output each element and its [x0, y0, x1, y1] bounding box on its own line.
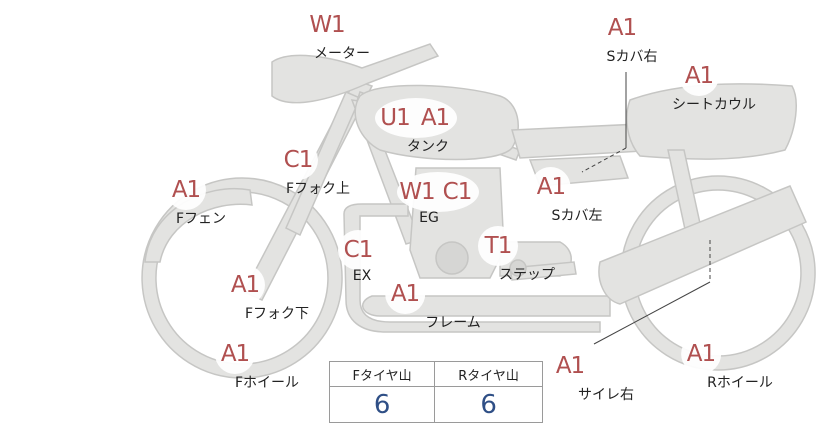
rear-tyre-header: Rタイヤ山 — [434, 361, 543, 387]
front-tyre-header: Fタイヤ山 — [328, 361, 436, 387]
s-cover-right-leader-dash — [581, 147, 627, 173]
damage-code: A1 — [679, 56, 719, 96]
part-label-tank: タンク — [407, 139, 449, 155]
part-label-f-wheel: Fホイール — [234, 375, 300, 391]
fork-rear-shape — [285, 91, 361, 237]
damage-code: A1 — [530, 167, 571, 207]
marker-engine[interactable]: W1 C1 EG — [397, 172, 479, 226]
marker-s-cover-left[interactable]: A1 Sカバ左 — [500, 167, 603, 225]
marker-f-wheel[interactable]: A1 Fホイール — [171, 334, 299, 392]
engine-case-shape — [435, 241, 469, 275]
marker-f-fender[interactable]: A1 Fフェン — [146, 170, 226, 228]
muffler-shape — [598, 185, 807, 305]
marker-r-wheel[interactable]: A1 Rホイール — [629, 334, 773, 392]
handlebar-shape — [271, 43, 440, 104]
damage-code: A1 — [420, 105, 450, 131]
marker-muffler-right[interactable]: A1 サイレ右 — [506, 346, 634, 404]
part-label-seat-cowl: シートカウル — [672, 97, 756, 113]
marker-step[interactable]: T1 ステップ — [441, 226, 555, 284]
frame-lower-shape — [362, 295, 611, 317]
marker-tank[interactable]: U1 A1 タンク — [375, 98, 457, 156]
part-label-exhaust: EX — [352, 268, 372, 284]
damage-code: U1 — [380, 105, 410, 131]
damage-code-pair: W1 C1 — [397, 172, 479, 212]
part-label-meter: メーター — [314, 46, 370, 62]
damage-code: W1 — [307, 5, 347, 45]
damage-code: A1 — [601, 8, 642, 48]
damage-code: T1 — [478, 226, 518, 266]
damage-code: A1 — [385, 274, 425, 314]
damage-code: A1 — [225, 265, 265, 305]
damage-code: C1 — [278, 140, 318, 180]
marker-fork-upper[interactable]: C1 Fフォク上 — [246, 140, 350, 198]
muffler-right-leader — [593, 281, 711, 345]
marker-exhaust[interactable]: C1 EX — [338, 230, 378, 284]
marker-s-cover-right[interactable]: A1 Sカバ右 — [587, 8, 658, 66]
marker-seat-cowl[interactable]: A1 シートカウル — [642, 56, 756, 114]
damage-code: A1 — [680, 334, 721, 374]
part-label-frame: フレーム — [425, 315, 481, 331]
part-label-s-cover-right: Sカバ右 — [606, 49, 658, 65]
tyre-tread-table: Fタイヤ山 Rタイヤ山 6 6 — [328, 361, 543, 423]
marker-fork-lower[interactable]: A1 Fフォク下 — [181, 265, 309, 323]
rear-tyre-value: 6 — [434, 386, 543, 423]
exhaust-pipe-shape — [343, 203, 601, 333]
marker-meter[interactable]: W1 メーター — [284, 5, 370, 63]
front-tyre-value: 6 — [328, 386, 436, 423]
damage-code: A1 — [166, 170, 206, 210]
marker-frame[interactable]: A1 フレーム — [329, 274, 481, 332]
part-label-engine: EG — [419, 210, 439, 226]
part-label-r-wheel: Rホイール — [707, 375, 773, 391]
part-label-fork-upper: Fフォク上 — [285, 181, 351, 197]
damage-code: C1 — [442, 179, 473, 205]
damage-code: W1 — [399, 179, 435, 205]
damage-code: A1 — [550, 346, 590, 386]
damage-code-pair: U1 A1 — [375, 98, 457, 138]
seat-cowl-shape — [626, 83, 797, 160]
damage-code: C1 — [338, 230, 378, 270]
part-label-s-cover-left: Sカバ左 — [551, 208, 603, 224]
part-label-fork-lower: Fフォク下 — [244, 306, 310, 322]
damage-code: A1 — [215, 334, 255, 374]
part-label-step: ステップ — [499, 267, 555, 283]
part-label-muffler-right: サイレ右 — [578, 387, 634, 403]
part-label-f-fender: Fフェン — [175, 211, 227, 227]
